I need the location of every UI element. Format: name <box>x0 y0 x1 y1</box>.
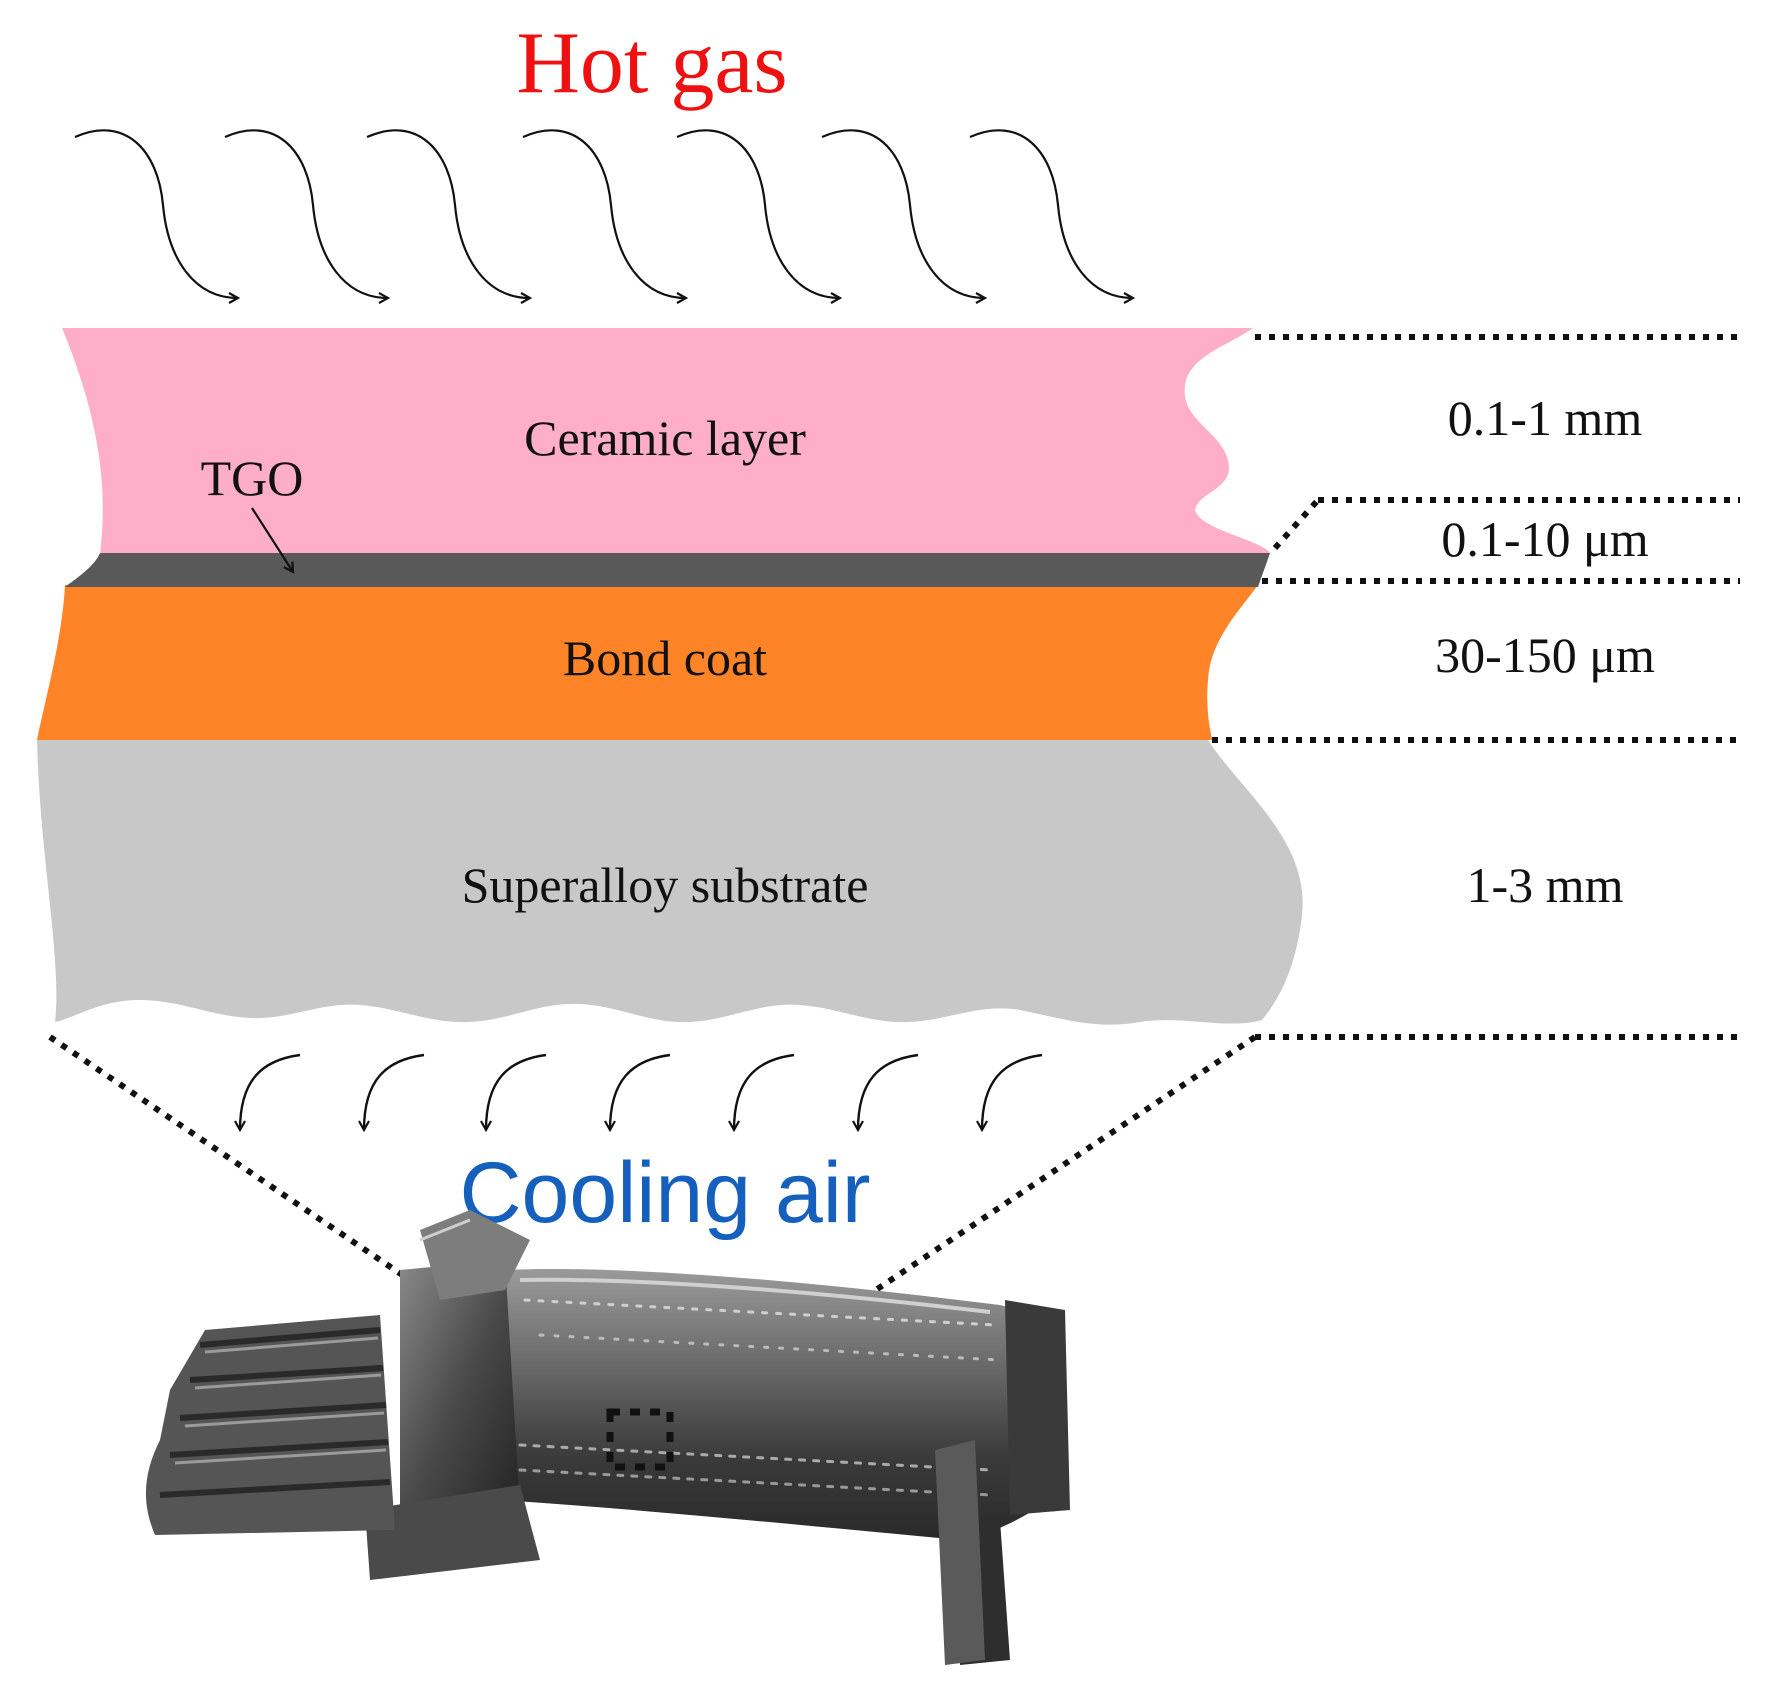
curved-down-arrow-icon <box>734 1053 795 1130</box>
tgo-label: TGO <box>201 450 304 506</box>
bond-coat-label: Bond coat <box>563 630 767 686</box>
curved-down-arrow-icon <box>982 1053 1043 1130</box>
curved-down-arrow-icon <box>74 129 238 298</box>
bond-coat-layer <box>37 585 1258 740</box>
curved-down-arrow-icon <box>676 129 840 298</box>
curved-down-arrow-icon <box>821 129 985 298</box>
ceramic-layer-label: Ceramic layer <box>524 410 806 466</box>
substrate-label: Superalloy substrate <box>462 857 869 913</box>
curved-down-arrow-icon <box>240 1053 301 1130</box>
turbine-blade-illustration <box>145 1210 1070 1665</box>
substrate-thickness: 1-3 mm <box>1467 857 1624 913</box>
curved-down-arrow-icon <box>522 129 686 298</box>
tgo-layer <box>65 553 1270 587</box>
tgo-thickness: 0.1-10 μm <box>1441 511 1648 567</box>
hot-gas-arrows <box>74 129 1133 298</box>
ceramic-thickness: 0.1-1 mm <box>1448 390 1643 446</box>
curved-down-arrow-icon <box>610 1053 671 1130</box>
substrate-layer <box>37 740 1303 1025</box>
curved-down-arrow-icon <box>969 129 1133 298</box>
curved-down-arrow-icon <box>364 1053 425 1130</box>
hot-gas-title: Hot gas <box>516 15 787 112</box>
curved-down-arrow-icon <box>224 129 388 298</box>
curved-down-arrow-icon <box>366 129 530 298</box>
cooling-air-arrows <box>240 1053 1043 1130</box>
ceramic-layer <box>62 328 1270 553</box>
curved-down-arrow-icon <box>486 1053 547 1130</box>
tgo-pointer-arrow <box>251 507 293 572</box>
cooling-air-title: Cooling air <box>459 1145 870 1241</box>
curved-down-arrow-icon <box>858 1053 919 1130</box>
bond-coat-thickness: 30-150 μm <box>1435 627 1655 683</box>
